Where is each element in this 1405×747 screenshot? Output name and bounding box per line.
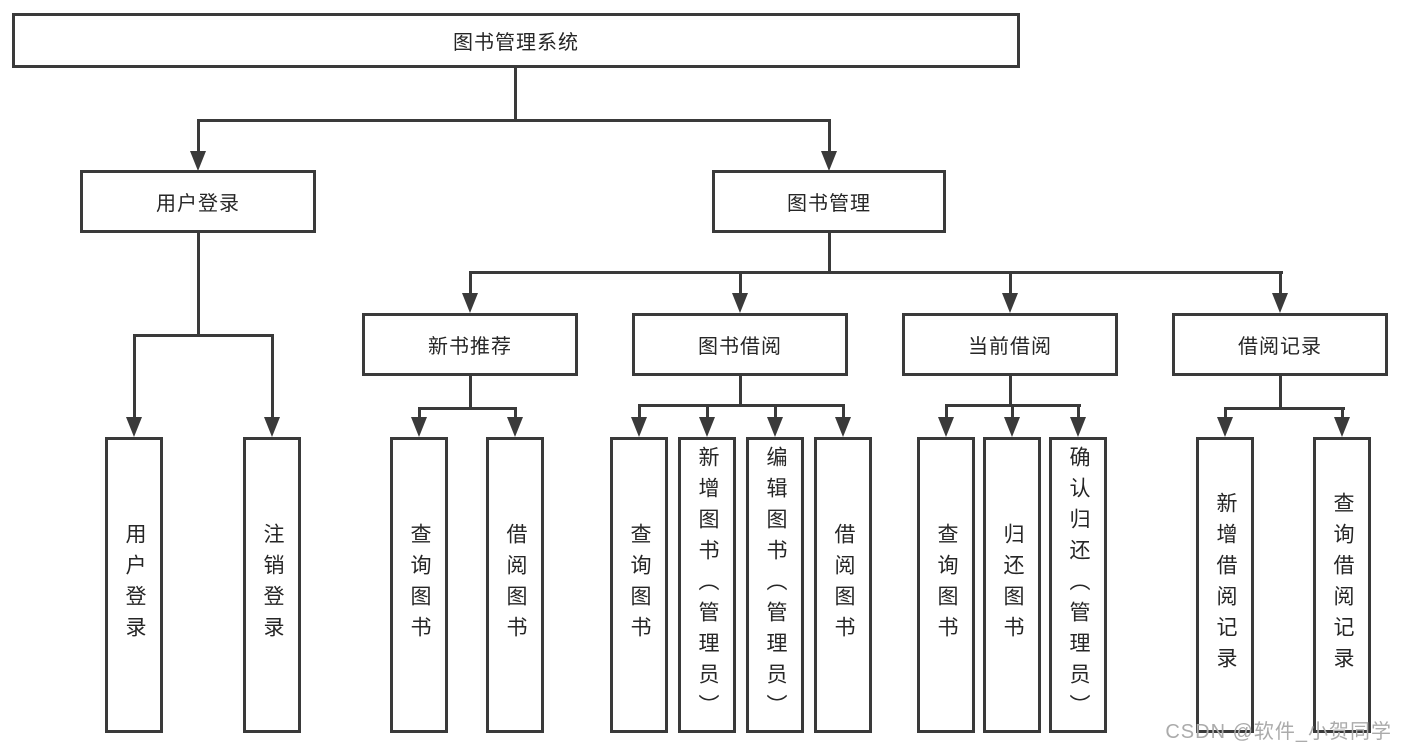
connector-line <box>638 404 845 407</box>
connector-line <box>1009 271 1012 295</box>
leaf-recommend-query-books: 查询图书 <box>390 437 448 733</box>
arrow-down-icon <box>462 293 478 313</box>
arrow-down-icon <box>1272 293 1288 313</box>
connector-line <box>945 404 948 418</box>
arrow-down-icon <box>1002 293 1018 313</box>
leaf-borrowing-query-books: 查询图书 <box>610 437 668 733</box>
connector-line <box>514 407 517 418</box>
connector-line <box>1279 271 1282 295</box>
node-new-book-recommendation: 新书推荐 <box>362 313 578 376</box>
connector-line <box>197 119 831 122</box>
connector-line <box>271 334 274 418</box>
leaf-records-add-borrow-record: 新增借阅记录 <box>1196 437 1254 733</box>
arrow-down-icon <box>126 417 142 437</box>
connector-line <box>828 233 831 274</box>
connector-line <box>638 404 641 418</box>
arrow-down-icon <box>631 417 647 437</box>
node-library-management-system: 图书管理系统 <box>12 13 1020 68</box>
connector-line <box>774 404 777 418</box>
node-book-management: 图书管理 <box>712 170 946 233</box>
arrow-down-icon <box>767 417 783 437</box>
connector-line <box>469 271 1283 274</box>
arrow-down-icon <box>411 417 427 437</box>
connector-line <box>1224 407 1345 410</box>
arrow-down-icon <box>835 417 851 437</box>
arrow-down-icon <box>190 151 206 171</box>
connector-line <box>418 407 517 410</box>
leaf-recommend-borrow-books: 借阅图书 <box>486 437 544 733</box>
connector-line <box>842 404 845 418</box>
connector-line <box>514 68 517 121</box>
connector-line <box>197 233 200 336</box>
leaf-current-query-books: 查询图书 <box>917 437 975 733</box>
connector-line <box>1341 407 1344 418</box>
watermark: CSDN @软件_小贺同学 <box>1165 721 1392 743</box>
leaf-borrowing-add-books-admin: 新增图书（管理员） <box>678 437 736 733</box>
connector-line <box>418 407 421 418</box>
arrow-down-icon <box>1070 417 1086 437</box>
arrow-down-icon <box>821 151 837 171</box>
arrow-down-icon <box>1217 417 1233 437</box>
connector-line <box>1224 407 1227 418</box>
connector-line <box>1279 376 1282 409</box>
arrow-down-icon <box>938 417 954 437</box>
leaf-borrowing-borrow-books: 借阅图书 <box>814 437 872 733</box>
connector-line <box>469 376 472 409</box>
leaf-borrowing-edit-books-admin: 编辑图书（管理员） <box>746 437 804 733</box>
arrow-down-icon <box>507 417 523 437</box>
connector-line <box>1009 376 1012 407</box>
leaf-records-query-borrow-record: 查询借阅记录 <box>1313 437 1371 733</box>
connector-line <box>706 404 709 418</box>
connector-line <box>1077 404 1080 418</box>
leaf-current-return-books: 归还图书 <box>983 437 1041 733</box>
connector-line <box>133 334 136 418</box>
node-book-borrowing: 图书借阅 <box>632 313 848 376</box>
arrow-down-icon <box>264 417 280 437</box>
node-borrowing-records: 借阅记录 <box>1172 313 1388 376</box>
node-user-login: 用户登录 <box>80 170 316 233</box>
connector-line <box>739 271 742 295</box>
connector-line <box>197 119 200 152</box>
arrow-down-icon <box>1004 417 1020 437</box>
node-current-borrowing: 当前借阅 <box>902 313 1118 376</box>
connector-line <box>469 271 472 295</box>
arrow-down-icon <box>732 293 748 313</box>
connector-line <box>133 334 274 337</box>
leaf-logout: 注销登录 <box>243 437 301 733</box>
leaf-user-login: 用户登录 <box>105 437 163 733</box>
leaf-current-confirm-return-admin: 确认归还（管理员） <box>1049 437 1107 733</box>
connector-line <box>739 376 742 407</box>
connector-line <box>828 119 831 152</box>
arrow-down-icon <box>1334 417 1350 437</box>
connector-line <box>1011 404 1014 418</box>
arrow-down-icon <box>699 417 715 437</box>
